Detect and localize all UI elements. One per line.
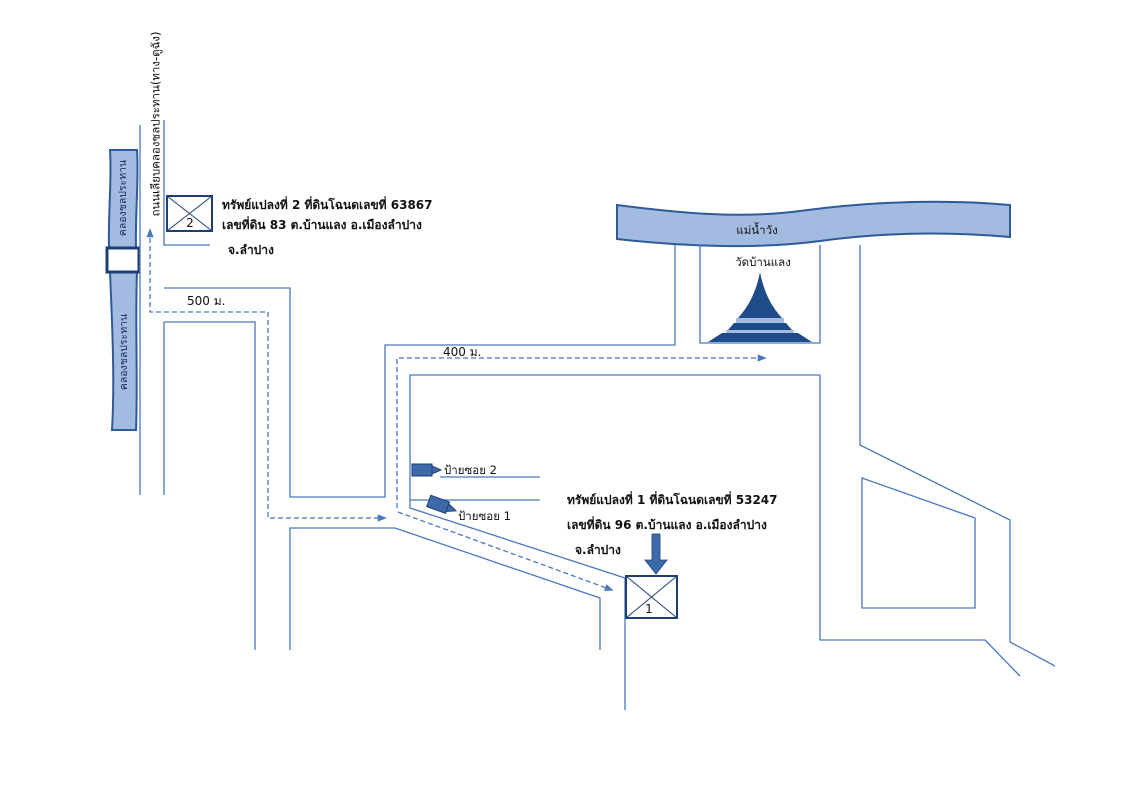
irrigation-canal: คลองชลประทาน คลองชลประทาน (105, 149, 141, 431)
plot-1-number: 1 (645, 602, 653, 616)
route-to-plot-1 (397, 511, 614, 591)
east-road-west-edge (819, 375, 1021, 677)
river-band (616, 200, 1011, 248)
soi-1-sign-label: ป้ายซอย 1 (458, 509, 511, 523)
canal-road-label: ถนนเลียบคลองชลประทาน(ทาง-ตูฉัง) (149, 31, 163, 216)
plot-2: 2 ทรัพย์แปลงที่ 2 ที่ดินโฉนดเลขที่ 63867… (166, 195, 433, 257)
distance-label-400: 400 ม. (443, 345, 481, 359)
route-to-temple (396, 354, 767, 508)
east-road-inner-block (861, 477, 976, 609)
canal-label-upper: คลองชลประทาน (117, 160, 129, 236)
temple-compound-boundary (699, 245, 821, 344)
soi-1-sign: ป้ายซอย 1 (426, 494, 511, 523)
plot-2-parcel: เลขที่ดิน 83 ต.บ้านแลง อ.เมืองลำปาง (222, 216, 422, 232)
temple-label: วัดบ้านแลง (735, 255, 791, 269)
east-road-outer-edge (859, 245, 1056, 667)
plot-2-number: 2 (186, 216, 194, 230)
temple: วัดบ้านแลง (708, 255, 812, 342)
plot-marker-icon (166, 195, 213, 232)
plot-marker-icon (625, 575, 678, 619)
plot-1-title: ทรัพย์แปลงที่ 1 ที่ดินโฉนดเลขที่ 53247 (567, 491, 778, 507)
junction-south-edge (289, 527, 601, 650)
stupa-icon (708, 272, 812, 342)
canal-lower-segment (108, 271, 139, 431)
plot-1-parcel: เลขที่ดิน 96 ต.บ้านแลง อ.เมืองลำปาง (567, 516, 767, 532)
signpost-icon (411, 463, 443, 477)
canal-bridge (105, 246, 141, 274)
distance-label-500: 500 ม. (187, 294, 225, 308)
signpost-icon (426, 494, 458, 515)
down-arrow-icon (644, 533, 668, 575)
soi-2-sign-label: ป้ายซอย 2 (444, 463, 497, 477)
plot-1-province: จ.ลำปาง (575, 543, 621, 557)
wang-river: แม่น้ำวัง (616, 200, 1011, 248)
main-road-east-edge (409, 374, 820, 710)
route-lines: 500 ม. 400 ม. (146, 228, 767, 591)
canal-label-lower: คลองชลประทาน (118, 314, 130, 390)
plot-2-province: จ.ลำปาง (228, 243, 274, 257)
plot-1: ทรัพย์แปลงที่ 1 ที่ดินโฉนดเลขที่ 53247 เ… (567, 491, 778, 619)
soi-2-sign: ป้ายซอย 2 (411, 463, 497, 477)
river-label: แม่น้ำวัง (736, 222, 777, 237)
route-to-plot-2 (146, 228, 387, 522)
plot-2-title: ทรัพย์แปลงที่ 2 ที่ดินโฉนดเลขที่ 63867 (222, 196, 433, 212)
